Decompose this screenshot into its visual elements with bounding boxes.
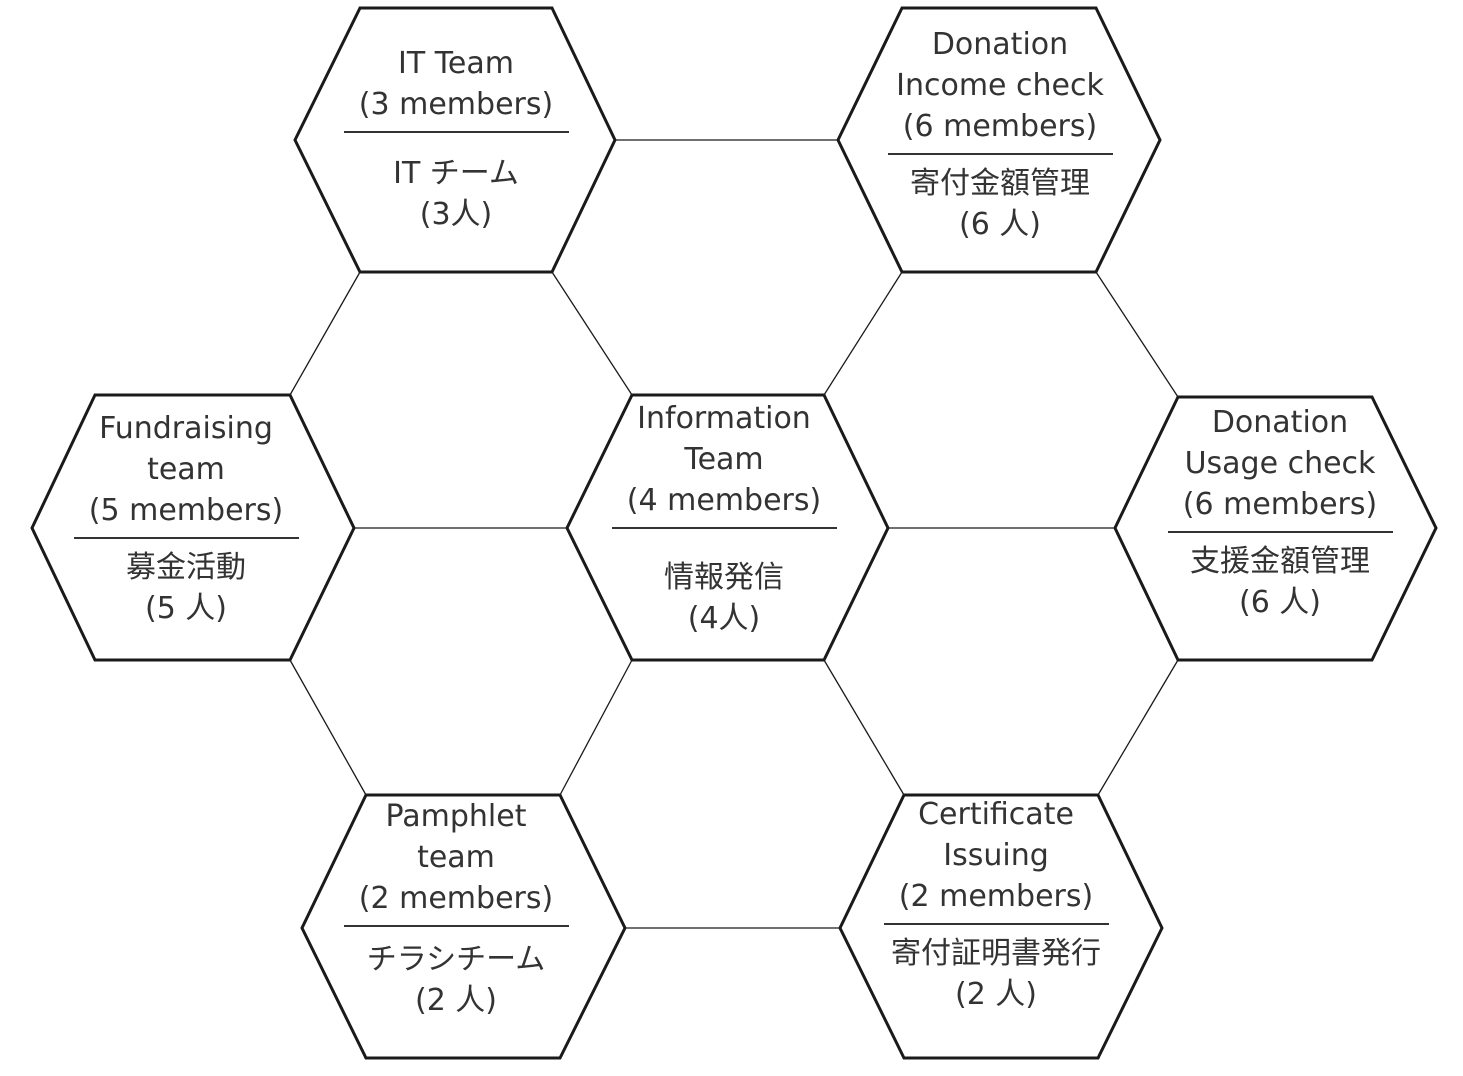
hexagon-donation-income bbox=[836, 6, 1162, 274]
node-member-count: (2 members) bbox=[898, 879, 1094, 914]
node-divider bbox=[1167, 531, 1393, 533]
connector-line bbox=[559, 659, 633, 796]
connector-line bbox=[289, 659, 367, 796]
node-english-label: Issuing bbox=[943, 838, 1049, 873]
node-certificate: Certificate Issuing (2 members) 寄付証明書発行 … bbox=[876, 794, 1116, 1015]
node-japanese-label: チラシチーム bbox=[366, 942, 546, 977]
node-divider bbox=[73, 537, 299, 539]
node-english-label: IT Team bbox=[397, 46, 514, 81]
node-japanese-count: (4人) bbox=[687, 601, 761, 636]
node-member-count: (5 members) bbox=[88, 493, 284, 528]
connector-lines bbox=[289, 139, 1179, 929]
node-member-count: (6 members) bbox=[1182, 487, 1378, 522]
hexagon-donation-usage bbox=[1113, 395, 1438, 662]
node-english-label: Team bbox=[684, 442, 764, 477]
node-english-label: Fundraising bbox=[99, 411, 273, 446]
node-member-count: (6 members) bbox=[902, 109, 1098, 144]
node-japanese-label: IT チーム bbox=[393, 156, 519, 191]
node-japanese-label: 寄付金額管理 bbox=[910, 166, 1090, 201]
node-pamphlet: Pamphlet team (2 members) チラシチーム (2 人) bbox=[336, 796, 576, 1021]
node-english-label: Income check bbox=[896, 68, 1104, 103]
node-japanese-count: (5 人) bbox=[144, 591, 228, 626]
node-english-label: Usage check bbox=[1184, 446, 1376, 481]
node-divider bbox=[611, 527, 837, 529]
node-japanese-label: 募金活動 bbox=[126, 550, 246, 585]
node-member-count: (3 members) bbox=[358, 87, 554, 122]
connector-line bbox=[823, 659, 905, 796]
node-it-team: IT Team (3 members) IT チーム (3人) bbox=[336, 43, 576, 235]
node-member-count: (2 members) bbox=[358, 881, 554, 916]
hexagon-fundraising bbox=[30, 393, 356, 662]
node-japanese-label: 支援金額管理 bbox=[1190, 544, 1370, 579]
hexagon-certificate bbox=[838, 793, 1164, 1060]
node-japanese-count: (3人) bbox=[419, 197, 493, 232]
node-japanese-count: (6 人) bbox=[1238, 585, 1322, 620]
connector-line bbox=[823, 271, 903, 396]
connector-line bbox=[1097, 659, 1179, 796]
node-information: Information Team (4 members) 情報発信 (4人) bbox=[604, 398, 844, 639]
node-member-count: (4 members) bbox=[626, 483, 822, 518]
node-japanese-count: (2 人) bbox=[414, 983, 498, 1018]
node-english-label: Certificate bbox=[918, 797, 1074, 832]
node-japanese-count: (2 人) bbox=[954, 977, 1038, 1012]
hexagon-it-team bbox=[293, 6, 617, 274]
node-japanese-label: 情報発信 bbox=[664, 560, 784, 595]
node-japanese-label: 寄付証明書発行 bbox=[891, 936, 1101, 971]
connector-line bbox=[551, 271, 633, 396]
node-english-label: Information bbox=[637, 401, 811, 436]
node-divider bbox=[343, 925, 569, 927]
node-english-label: team bbox=[417, 840, 495, 875]
node-english-label: Donation bbox=[1211, 405, 1349, 440]
node-fundraising: Fundraising team (5 members) 募金活動 (5 人) bbox=[66, 408, 306, 629]
node-donation-usage: Donation Usage check (6 members) 支援金額管理 … bbox=[1160, 402, 1400, 623]
node-japanese-count: (6 人) bbox=[958, 207, 1042, 242]
node-divider bbox=[343, 131, 569, 133]
connector-line bbox=[1095, 271, 1179, 398]
node-divider bbox=[887, 153, 1113, 155]
node-english-label: team bbox=[147, 452, 225, 487]
node-english-label: Pamphlet bbox=[385, 799, 527, 834]
connector-line bbox=[289, 271, 361, 396]
node-divider bbox=[883, 923, 1109, 925]
node-donation-income: Donation Income check (6 members) 寄付金額管理… bbox=[880, 24, 1120, 245]
node-english-label: Donation bbox=[931, 27, 1069, 62]
